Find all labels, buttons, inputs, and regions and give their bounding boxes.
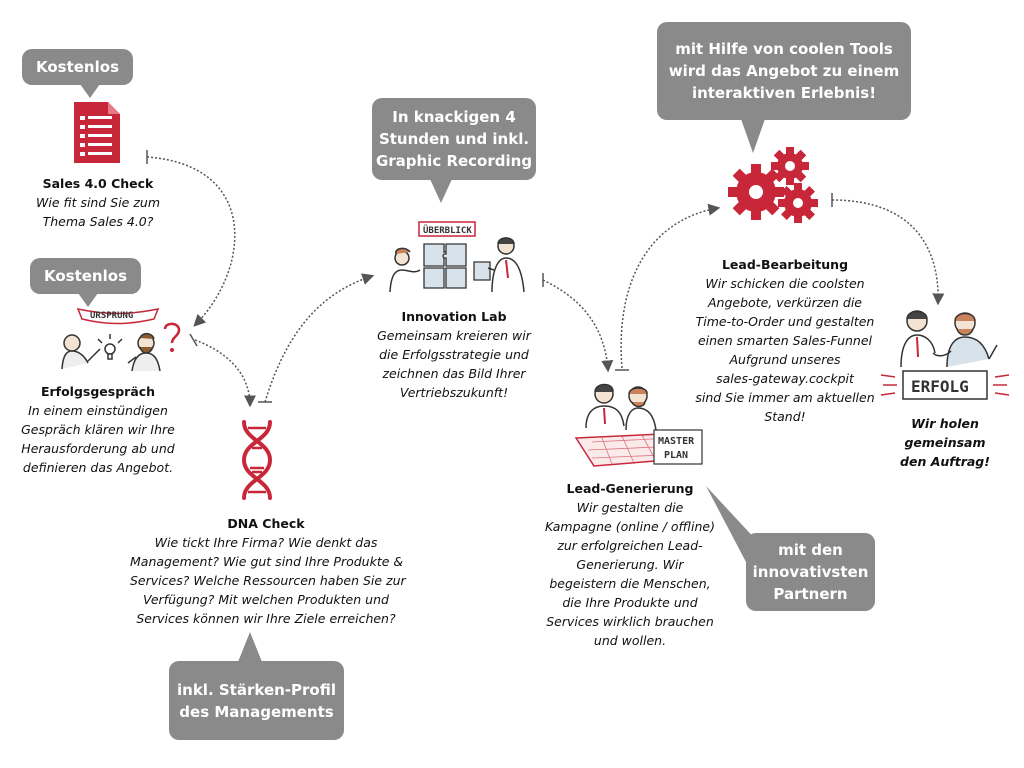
bubble-tail [78, 293, 98, 307]
step-title: Lead-Generierung [566, 481, 694, 496]
puzzle-illustration: ÜBERBLICK [389, 221, 525, 293]
checklist-icon [74, 102, 120, 163]
step-title: Lead-Bearbeitung [721, 257, 849, 272]
master-plan-label: MASTER [658, 436, 695, 447]
arrow-leadgen-to-bearb [620, 203, 721, 369]
step-lead-bearbeitung: Lead-Bearbeitung Wir schicken die coolst… [690, 255, 880, 426]
puzzle-icon [423, 243, 491, 289]
kostenlos-bubble-2: Kostenlos [30, 258, 141, 294]
arrow-innovation-to-leadgen [542, 279, 614, 373]
gears-icon [728, 147, 818, 223]
master-plan-illustration: MASTER PLAN [574, 383, 703, 467]
step-title: Sales 4.0 Check [42, 176, 154, 191]
step-sales-check: Sales 4.0 Check Wie fit sind Sie zum The… [18, 174, 178, 231]
step-title: Erfolgsgespräch [40, 384, 156, 399]
profil-bubble: inkl. Stärken-Profil des Managements [169, 661, 344, 740]
bubble-tail [741, 119, 765, 153]
step-innovation-lab: Innovation Lab Gemeinsam kreieren wir di… [368, 307, 540, 402]
kostenlos-bubble-1: Kostenlos [22, 49, 133, 85]
step-erfolgsgespraech: Erfolgsgespräch In einem einstündigen Ge… [13, 382, 183, 477]
step-title: DNA Check [227, 516, 305, 531]
question-mark-icon [170, 348, 174, 352]
step-title: Innovation Lab [401, 309, 507, 324]
arrow-erfolg-to-dna [194, 339, 256, 408]
conversation-illustration: URSPRUNG [61, 307, 181, 372]
tools-bubble: mit Hilfe von coolen Tools wird das Ange… [657, 22, 911, 120]
erfolg-illustration: ERFOLG [880, 310, 1010, 400]
arrow-dna-to-innovation [264, 273, 375, 403]
ueberblick-label: ÜBERBLICK [423, 225, 472, 236]
arrow-bearb-to-erfolg [831, 199, 945, 306]
partner-bubble: mit den innovativsten Partnern [746, 533, 875, 611]
bubble-tail [80, 84, 100, 98]
step-dna-check: DNA Check Wie tickt Ihre Firma? Wie denk… [130, 516, 406, 626]
innovation-bubble: In knackigen 4 Stunden und inkl. Graphic… [372, 98, 536, 180]
master-plan-label: PLAN [664, 450, 688, 461]
bubble-tail [430, 179, 452, 203]
arrow-sales-to-erfolg [146, 156, 236, 327]
dna-icon [241, 420, 273, 500]
ursprung-label: URSPRUNG [90, 311, 133, 321]
step-lead-generierung: Lead-Generierung Wir gestalten die Kampa… [540, 479, 720, 650]
step-auftrag: Wir holen gemeinsam den Auftrag! [900, 416, 990, 469]
erfolg-label: ERFOLG [911, 377, 969, 396]
bubble-tail [238, 632, 262, 662]
bubble-tail [706, 486, 758, 562]
